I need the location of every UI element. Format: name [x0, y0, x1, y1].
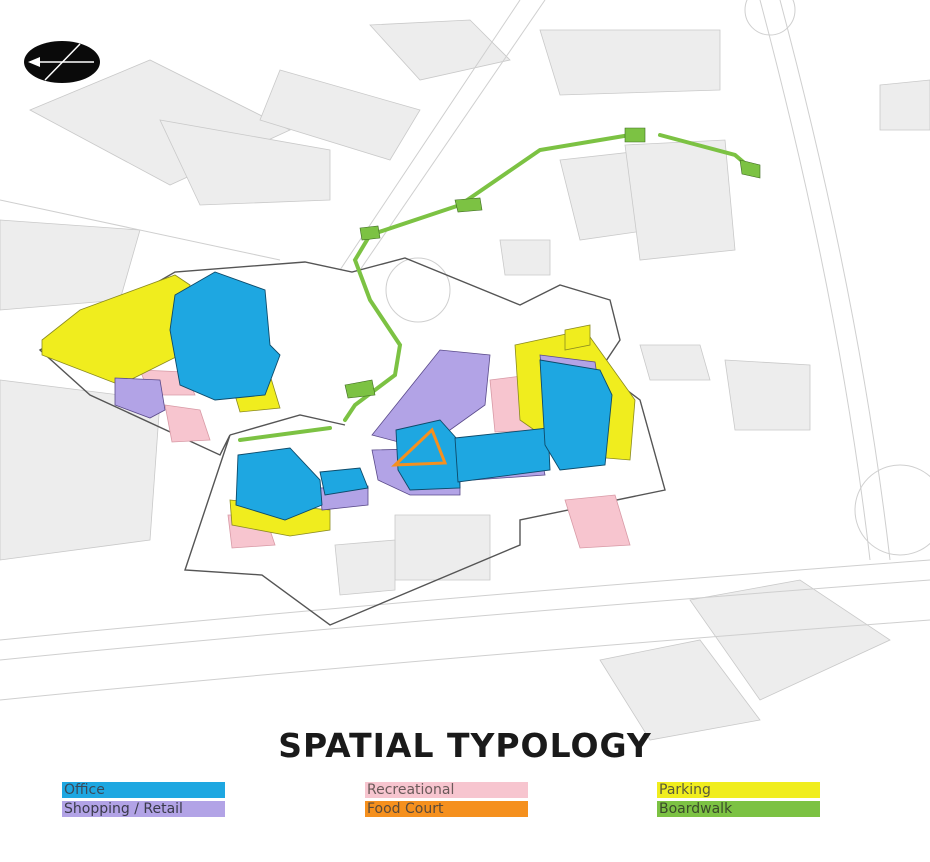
legend-label: Food Court [367, 801, 444, 817]
context-buildings [0, 19, 930, 741]
legend-label: Shopping / Retail [64, 801, 183, 817]
legend-item: Shopping / Retail [62, 801, 225, 817]
legend-item: Recreational [365, 782, 528, 798]
legend-item: Boardwalk [657, 801, 820, 817]
context-roads [0, 0, 930, 701]
site-boundary [38, 257, 666, 626]
legend-item: Food Court [365, 801, 528, 817]
boardwalk-nodes [344, 127, 761, 399]
north-arrow-icon [24, 41, 100, 83]
legend-label: Office [64, 782, 105, 798]
legend-item: Parking [657, 782, 820, 798]
office-buildings [169, 271, 613, 521]
legend-item: Office [62, 782, 225, 798]
legend-label: Parking [659, 782, 711, 798]
food-court [391, 427, 448, 467]
diagram-title: SPATIAL TYPOLOGY [278, 726, 652, 765]
legend-label: Boardwalk [659, 801, 733, 817]
legend-label: Recreational [367, 782, 455, 798]
